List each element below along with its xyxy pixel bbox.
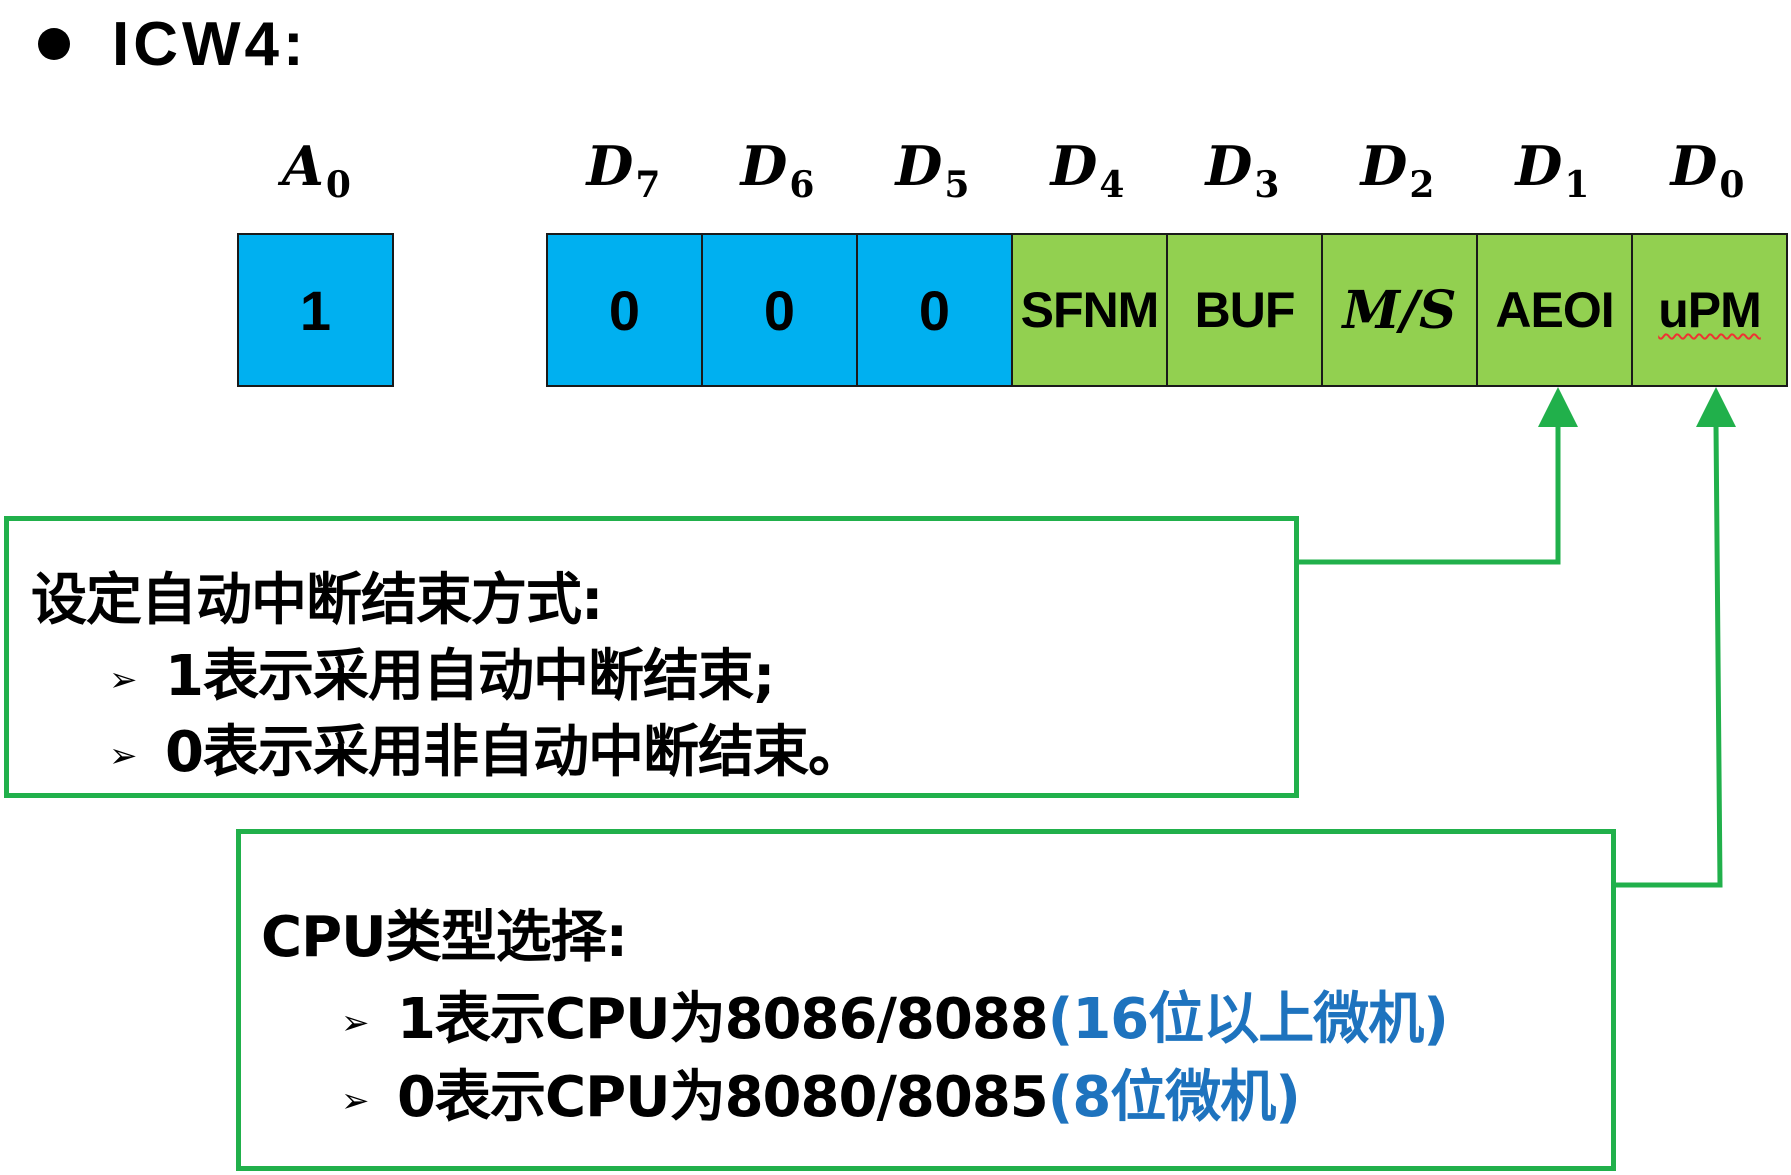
bit-cell-d5: 0 [856,233,1013,387]
upm-heading: CPU类型选择: [261,905,628,970]
bit-header-d6-sub: 6 [789,164,815,206]
a0-cell: 1 [237,233,394,387]
bit-cell-d1: AEOI [1476,233,1633,387]
bit-header-d7: D7 [546,126,701,206]
bit-value-d2: M/S [1342,279,1457,341]
upm-arrowhead-icon [1696,387,1736,427]
a0-header-sub: 0 [325,164,351,206]
bit-header-d1-sub: 1 [1564,164,1590,206]
bit-header-d2: D2 [1320,126,1475,206]
upm-description-box: CPU类型选择: ➢ 1表示CPU为8086/8088(16位以上微机) ➢ 0表示… [236,829,1616,1171]
bit-cell-d2: M/S [1321,233,1478,387]
bit-header-d6: D6 [700,126,855,206]
arrow-bullet-icon: ➢ [109,659,138,700]
upm-item-1-text: 1表示CPU为8086/8088 [397,987,1049,1052]
bit-header-d4: D4 [1010,126,1165,206]
bit-header-d0-main: D [1670,134,1718,198]
bit-header-d0: D0 [1630,126,1785,206]
a0-header: A0 [239,126,394,206]
bit-cell-d3: BUF [1166,233,1323,387]
bit-header-d5: D5 [855,126,1010,206]
bit-header-d6-main: D [740,134,788,198]
aeoi-heading: 设定自动中断结束方式: [31,568,603,633]
bit-cell-d7: 0 [546,233,703,387]
bit-value-d3: BUF [1194,282,1296,338]
upm-item-2-note: (8位微机) [1047,1065,1301,1130]
title-row: ICW4: [38,4,308,84]
upm-item-1-note: (16位以上微机) [1047,987,1449,1052]
aeoi-item-2: ➢ 0表示采用非自动中断结束。 [109,707,864,788]
bit-cell-d6: 0 [701,233,858,387]
aeoi-connector-line [1296,425,1561,565]
bit-header-d3-sub: 3 [1254,164,1280,206]
upm-item-2: ➢ 0表示CPU为8080/8085(8位微机) [341,1052,1301,1133]
aeoi-arrowhead-icon [1538,387,1578,427]
arrow-bullet-icon: ➢ [341,1080,370,1121]
bit-cell-d4: SFNM [1011,233,1168,387]
bit-header-d1: D1 [1475,126,1630,206]
upm-item-1: ➢ 1表示CPU为8086/8088(16位以上微机) [341,974,1449,1055]
bit-header-d0-sub: 0 [1719,164,1745,206]
aeoi-description-box: 设定自动中断结束方式: ➢ 1表示采用自动中断结束; ➢ 0表示采用非自动中断结束。 [4,516,1299,798]
upm-item-2-text: 0表示CPU为8080/8085 [397,1065,1049,1130]
a0-value: 1 [299,278,332,342]
bit-cell-d0: uPM [1631,233,1788,387]
aeoi-item-2-text: 0表示采用非自动中断结束。 [165,720,864,785]
arrow-bullet-icon: ➢ [341,1002,370,1043]
bit-header-d2-sub: 2 [1409,164,1435,206]
bullet-dot-icon [38,28,70,60]
bit-value-d5: 0 [918,278,951,342]
aeoi-item-1: ➢ 1表示采用自动中断结束; [109,631,775,712]
upm-connector-line [1610,424,1723,888]
bit-value-d0: uPM [1658,282,1762,338]
bit-value-d4: SFNM [1020,282,1160,338]
bit-value-d1: AEOI [1495,282,1614,338]
bit-header-d3-main: D [1205,134,1253,198]
bit-header-d4-main: D [1050,134,1098,198]
bit-header-d5-sub: 5 [944,164,970,206]
bit-header-d7-main: D [586,134,634,198]
aeoi-item-1-text: 1表示采用自动中断结束; [165,644,775,709]
bit-header-d4-sub: 4 [1099,164,1125,206]
bit-header-d1-main: D [1515,134,1563,198]
bit-value-d7: 0 [608,278,641,342]
a0-header-main: A [282,134,324,198]
bit-value-d6: 0 [763,278,796,342]
bit-header-d3: D3 [1165,126,1320,206]
bit-header-d5-main: D [895,134,943,198]
bit-header-d7-sub: 7 [635,164,661,206]
bit-header-d2-main: D [1360,134,1408,198]
arrow-bullet-icon: ➢ [109,735,138,776]
page-title: ICW4: [112,9,308,79]
